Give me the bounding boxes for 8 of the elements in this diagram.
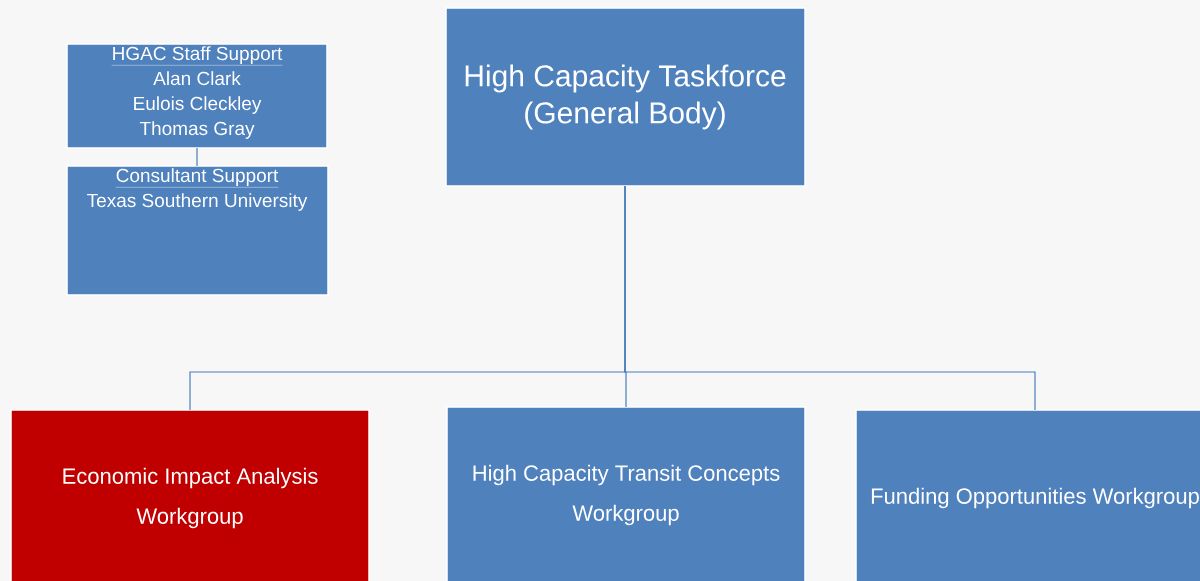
taskforce-box: High Capacity Taskforce (General Body) — [445, 7, 806, 187]
workgroup-box: High Capacity Transit Concepts Workgroup — [446, 406, 806, 581]
support-box: HGAC Staff Support Alan Clark Eulois Cleckley Thomas Gray — [66, 43, 328, 149]
support-box: Consultant Support Texas Southern University — [66, 165, 329, 296]
connector-line — [196, 147, 198, 167]
workgroup-box: Funding Opportunities Workgroup — [855, 409, 1200, 581]
connector-line — [624, 185, 1036, 411]
workgroup-box: Economic Impact Analysis Workgroup — [10, 409, 370, 581]
